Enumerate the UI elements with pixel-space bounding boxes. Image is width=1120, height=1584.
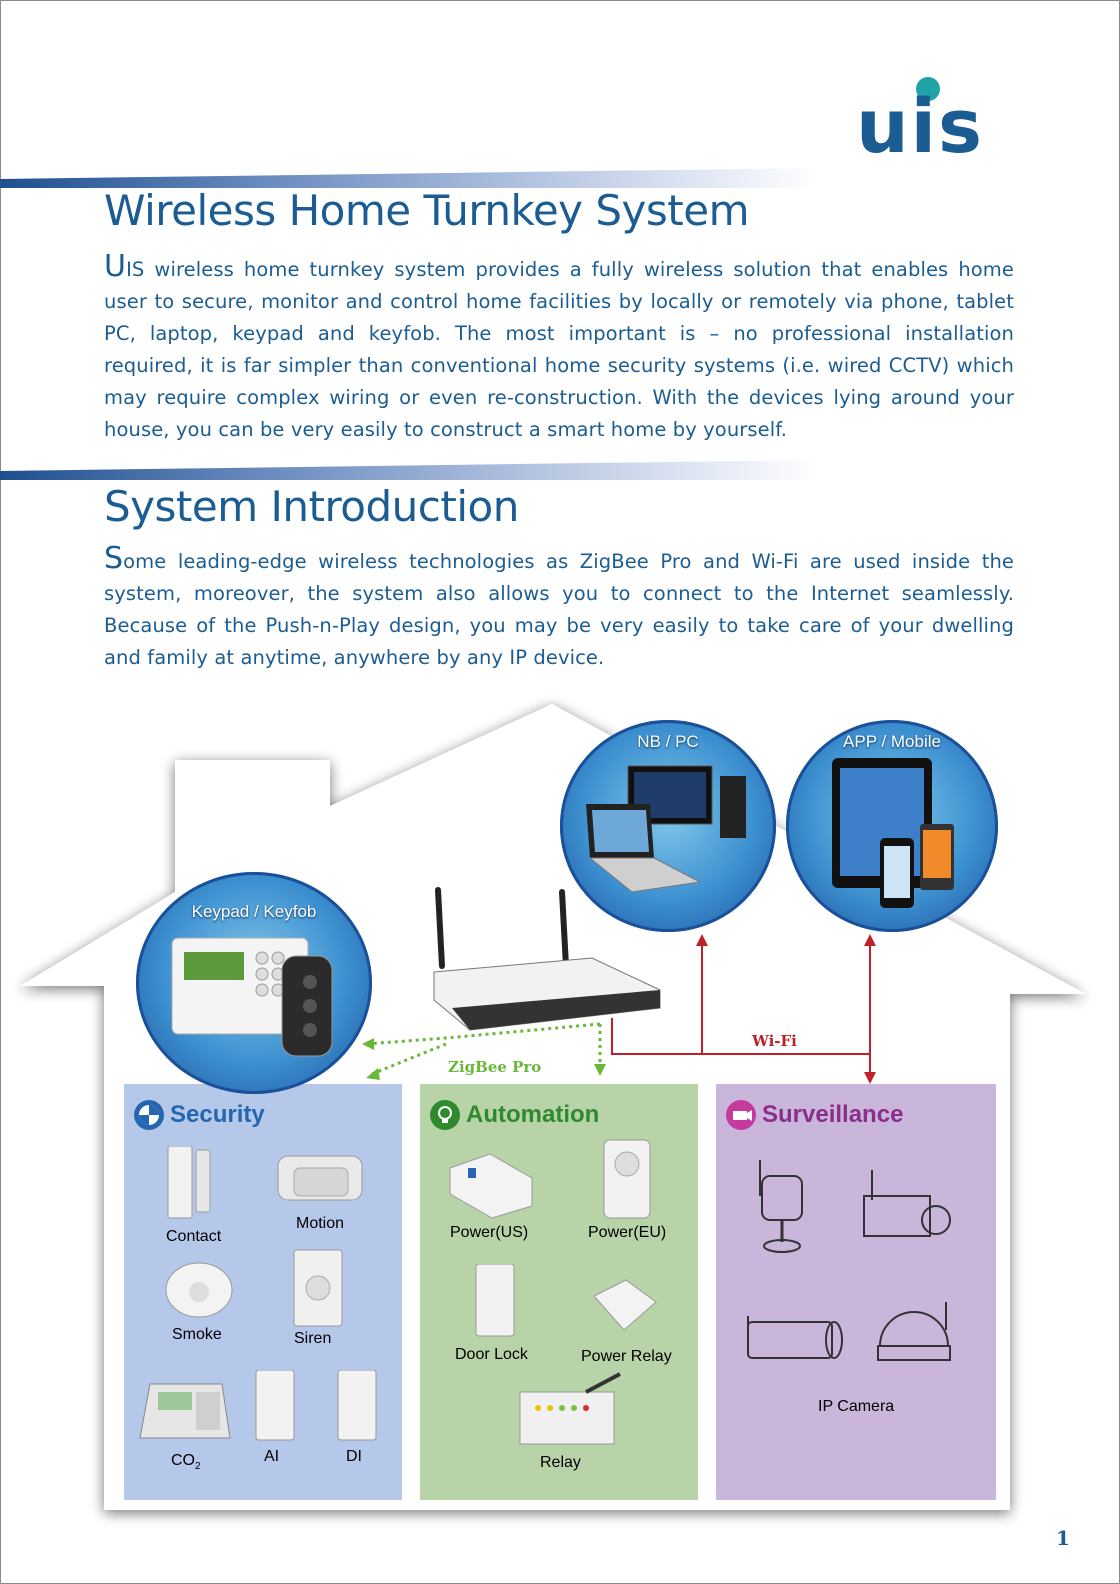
intro-text: IS wireless home turnkey system provides… bbox=[104, 258, 1014, 441]
system-paragraph: Some leading-edge wireless technologies … bbox=[104, 544, 1014, 674]
device-smoke: Smoke bbox=[172, 1326, 222, 1343]
power-eu-image bbox=[603, 1139, 651, 1219]
ip-camera-sketch-3 bbox=[747, 1316, 843, 1359]
device-relay: Relay bbox=[540, 1454, 581, 1471]
device-co2: CO2 bbox=[171, 1452, 201, 1473]
door-lock-image bbox=[475, 1264, 515, 1337]
power-us-image bbox=[449, 1153, 533, 1219]
system-dropcap: S bbox=[104, 541, 124, 576]
system-text: ome leading-edge wireless technologies a… bbox=[104, 550, 1014, 669]
intro-paragraph: UIS wireless home turnkey system provide… bbox=[104, 252, 1014, 446]
uis-logo: uis bbox=[856, 77, 984, 158]
shield-icon bbox=[134, 1100, 164, 1130]
automation-title: Automation bbox=[430, 1100, 599, 1130]
section-title: System Introduction bbox=[104, 482, 519, 531]
device-di: DI bbox=[346, 1448, 362, 1465]
device-ip-camera: IP Camera bbox=[818, 1398, 895, 1415]
nb-pc-label: NB / PC bbox=[637, 732, 699, 751]
page-title: Wireless Home Turnkey System bbox=[104, 186, 750, 235]
app-mobile-circle: APP / Mobile bbox=[786, 720, 998, 932]
wifi-label: Wi-Fi bbox=[752, 1032, 797, 1050]
device-ai: AI bbox=[264, 1448, 280, 1465]
nb-pc-circle: NB / PC bbox=[560, 720, 776, 932]
device-door-lock: Door Lock bbox=[455, 1346, 528, 1363]
security-title: Security bbox=[134, 1100, 265, 1130]
page-number: 1 bbox=[1056, 1526, 1070, 1550]
logo-text: uis bbox=[856, 84, 984, 158]
siren-image bbox=[293, 1249, 343, 1327]
ip-camera-sketch-2 bbox=[863, 1170, 951, 1237]
device-power-eu: Power(EU) bbox=[588, 1224, 667, 1241]
keypad-keyfob-label: Keypad / Keyfob bbox=[191, 902, 317, 921]
security-panel: Security Contact Motion Smoke Siren CO2 … bbox=[124, 1084, 402, 1500]
computer-image bbox=[586, 765, 746, 893]
ip-camera-sketch-1 bbox=[759, 1160, 803, 1253]
app-mobile-label: APP / Mobile bbox=[843, 732, 941, 751]
di-sensor-image bbox=[337, 1370, 377, 1441]
smoke-detector-image bbox=[165, 1262, 233, 1318]
relay-image bbox=[519, 1372, 621, 1445]
device-motion: Motion bbox=[296, 1215, 345, 1232]
ip-camera-sketch-4 bbox=[877, 1302, 951, 1361]
device-power-relay: Power Relay bbox=[581, 1348, 672, 1365]
surveillance-title: Surveillance bbox=[726, 1100, 903, 1130]
surveillance-panel: Surveillance IP Camera bbox=[716, 1084, 996, 1500]
automation-title-text: Automation bbox=[466, 1101, 600, 1128]
intro-dropcap: U bbox=[104, 249, 127, 284]
keypad-image bbox=[171, 937, 333, 1057]
zigbee-label: ZigBee Pro bbox=[448, 1058, 542, 1076]
camera-icon bbox=[726, 1100, 756, 1130]
power-relay-image bbox=[593, 1279, 657, 1331]
device-siren: Siren bbox=[294, 1330, 332, 1347]
security-title-text: Security bbox=[170, 1101, 265, 1128]
automation-panel: Automation Power(US) Power(EU) Door Lock… bbox=[420, 1084, 698, 1500]
device-power-us: Power(US) bbox=[450, 1224, 529, 1241]
co2-sensor-image bbox=[139, 1383, 231, 1439]
mobile-devices-image bbox=[832, 758, 954, 908]
surveillance-title-text: Surveillance bbox=[762, 1101, 904, 1128]
device-contact: Contact bbox=[166, 1228, 222, 1245]
ai-sensor-image bbox=[255, 1370, 295, 1441]
lightbulb-icon bbox=[430, 1100, 460, 1130]
keypad-keyfob-circle: Keypad / Keyfob bbox=[136, 872, 372, 1094]
motion-sensor-image bbox=[277, 1155, 363, 1201]
contact-sensor-image bbox=[167, 1146, 211, 1219]
